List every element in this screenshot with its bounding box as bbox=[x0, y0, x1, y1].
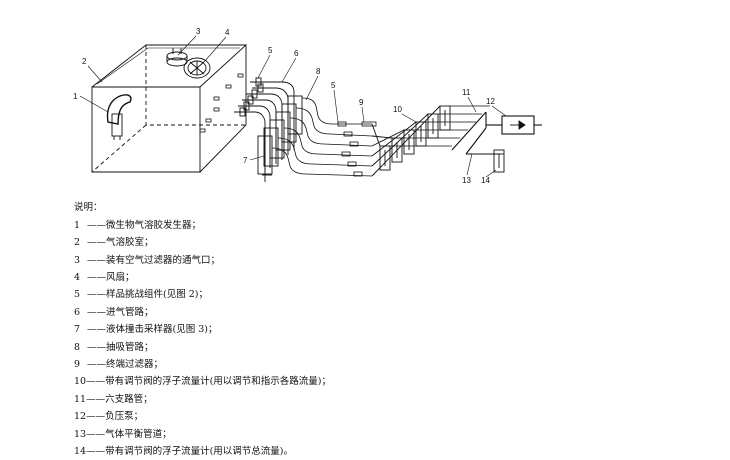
legend-item-text: ——终端过滤器； bbox=[84, 359, 164, 371]
legend-item-text: ——气溶胶室； bbox=[84, 237, 154, 249]
legend-item-number: 14 bbox=[74, 446, 87, 458]
chamber-rim bbox=[96, 47, 240, 85]
callout-4: 4 bbox=[225, 28, 230, 37]
legend-item-text: ——样品挑战组件(见图 2)； bbox=[84, 289, 208, 301]
legend-item: 14——带有调节阀的浮子流量计(用以调节总流量)。 bbox=[74, 443, 331, 460]
legend-item-text: ——装有空气过滤器的通气口； bbox=[84, 254, 221, 266]
callout-7: 7 bbox=[243, 156, 248, 165]
legend-item: 10——带有调节阀的浮子流量计(用以调节和指示各路流量)； bbox=[74, 373, 331, 390]
legend-item-number: 1 bbox=[74, 219, 81, 231]
legend-item-number: 11 bbox=[74, 393, 87, 405]
legend-item: 13——气体平衡管道； bbox=[74, 426, 331, 443]
legend-item: 1 ——微生物气溶胶发生器； bbox=[74, 217, 331, 234]
legend-item-text: ——进气管路； bbox=[84, 306, 154, 318]
legend-item: 6 ——进气管路； bbox=[74, 304, 331, 321]
legend-item-text: ——负压泵； bbox=[86, 411, 144, 423]
legend-item: 12——负压泵； bbox=[74, 408, 331, 425]
legend-item-number: 6 bbox=[74, 306, 81, 318]
chamber-top-face bbox=[91, 44, 248, 88]
legend-item: 4 ——风扇； bbox=[74, 269, 331, 286]
legend-item-number: 9 bbox=[74, 359, 81, 371]
vent-filter bbox=[166, 48, 188, 67]
legend-item-number: 2 bbox=[74, 237, 81, 249]
chamber-front-face bbox=[91, 86, 201, 173]
legend-item-text: ——带有调节阀的浮子流量计(用以调节和指示各路流量)； bbox=[86, 376, 332, 388]
callout-1: 1 bbox=[73, 92, 78, 101]
suction-pipelines bbox=[271, 97, 373, 177]
callout-8: 8 bbox=[316, 67, 321, 76]
legend-item-number: 8 bbox=[74, 341, 81, 353]
legend-item: 11——六支路管； bbox=[74, 391, 331, 408]
legend-item-number: 4 bbox=[74, 272, 81, 284]
legend-title: 说明： bbox=[74, 202, 103, 213]
callout-13: 13 bbox=[462, 176, 471, 185]
legend-item: 7 ——液体撞击采样器(见图 3)； bbox=[74, 321, 331, 338]
callout-5b: 5 bbox=[331, 81, 336, 90]
legend-item-text: ——气体平衡管道； bbox=[86, 428, 172, 440]
inlet-pipe-stubs bbox=[199, 73, 244, 133]
legend-item-text: ——带有调节阀的浮子流量计(用以调节总流量)。 bbox=[86, 446, 294, 458]
legend-item-number: 10 bbox=[74, 376, 87, 388]
legend-item-text: ——抽吸管路； bbox=[84, 341, 154, 353]
callout-12: 12 bbox=[486, 97, 495, 106]
legend-item-text: ——液体撞击采样器(见图 3)； bbox=[84, 324, 218, 336]
legend-item-text: ——风扇； bbox=[84, 272, 135, 284]
legend-item-number: 7 bbox=[74, 324, 81, 336]
chamber-hidden-edges bbox=[91, 45, 246, 173]
gas-balance-line bbox=[465, 112, 500, 155]
callout-3: 3 bbox=[196, 27, 201, 36]
callout-14: 14 bbox=[481, 176, 490, 185]
legend-item: 5 ——样品挑战组件(见图 2)； bbox=[74, 286, 331, 303]
legend-item-number: 13 bbox=[74, 428, 87, 440]
legend-item-text: ——微生物气溶胶发生器； bbox=[84, 219, 202, 231]
liquid-impingers bbox=[257, 95, 303, 182]
rotameter-total-flow bbox=[493, 149, 505, 173]
callout-10: 10 bbox=[393, 105, 402, 114]
callout-11: 11 bbox=[462, 88, 471, 97]
callout-6: 6 bbox=[294, 49, 299, 58]
legend-item: 2 ——气溶胶室； bbox=[74, 234, 331, 251]
apparatus-diagram: 1 2 3 4 5 6 7 8 5 9 10 11 12 13 14 bbox=[73, 27, 542, 185]
callout-leaders bbox=[79, 35, 507, 178]
terminal-filters bbox=[337, 121, 377, 177]
vacuum-pump bbox=[486, 115, 542, 135]
legend-item: 8 ——抽吸管路； bbox=[74, 339, 331, 356]
legend-item-number: 3 bbox=[74, 254, 81, 266]
sample-challenge-assemblies bbox=[234, 77, 295, 172]
chamber-side-face bbox=[199, 45, 247, 173]
legend-item-number: 12 bbox=[74, 411, 87, 423]
callout-5a: 5 bbox=[268, 46, 273, 55]
fan bbox=[183, 57, 211, 79]
six-branch-manifold bbox=[390, 105, 490, 151]
legend-item-number: 5 bbox=[74, 289, 81, 301]
legend-item: 3 ——装有空气过滤器的通气口； bbox=[74, 252, 331, 269]
callout-9: 9 bbox=[359, 98, 364, 107]
legend-item: 9 ——终端过滤器； bbox=[74, 356, 331, 373]
rotameters-per-branch bbox=[371, 105, 451, 177]
legend-item-text: ——六支路管； bbox=[86, 393, 153, 405]
callout-2: 2 bbox=[82, 57, 87, 66]
figure-legend: 说明： 1 ——微生物气溶胶发生器； 2 ——气溶胶室； 3 ——装有空气过滤器… bbox=[74, 199, 331, 460]
aerosol-generator bbox=[106, 94, 132, 140]
